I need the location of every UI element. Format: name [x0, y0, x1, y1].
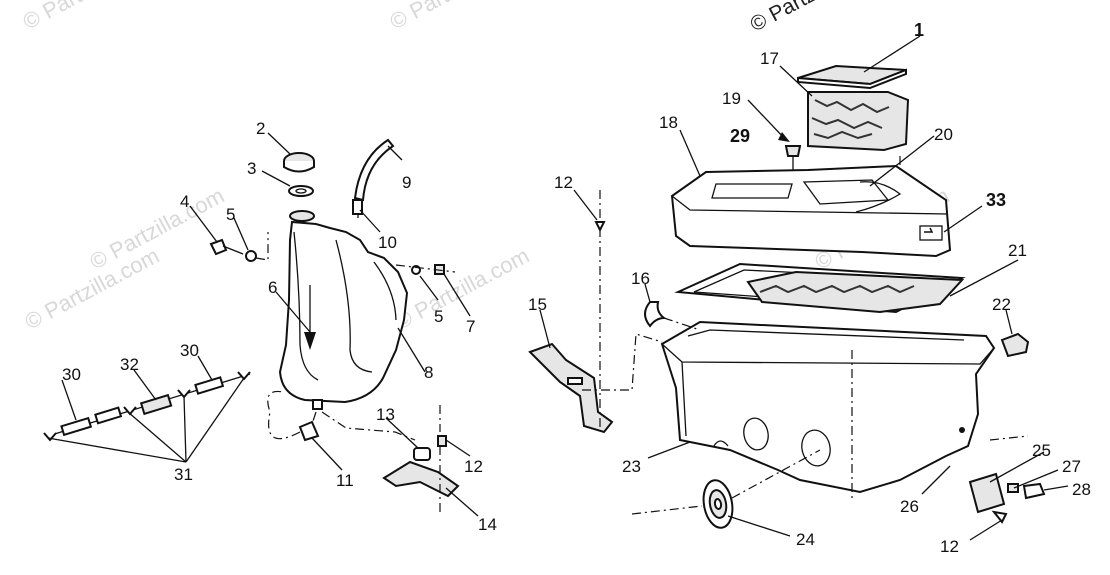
callout-1: 1 — [914, 20, 924, 40]
filler-neck-part — [289, 210, 315, 222]
callout-24: 24 — [796, 530, 815, 549]
fitting-part — [298, 420, 320, 442]
callout-30-left: 30 — [62, 365, 81, 384]
leader-lines — [47, 35, 1069, 541]
callout-6: 6 — [268, 278, 277, 297]
callout-17: 17 — [760, 49, 779, 68]
callout-21: 21 — [1008, 241, 1027, 260]
callout-12-right: 12 — [940, 537, 959, 556]
air-filter-element-part — [746, 270, 965, 314]
callout-11: 11 — [336, 471, 354, 490]
callout-10: 10 — [378, 233, 397, 252]
callout-4: 4 — [180, 192, 189, 211]
callout-5-right: 5 — [434, 307, 443, 326]
airbox-cover-part — [670, 164, 952, 258]
callout-8: 8 — [424, 363, 433, 382]
washer-part — [245, 250, 257, 262]
callout-29: 29 — [730, 126, 750, 146]
callout-33: 33 — [986, 190, 1006, 210]
callout-12-top: 12 — [554, 173, 573, 192]
callout-31: 31 — [174, 465, 193, 484]
callout-labels: 1 2 3 4 5 5 6 7 8 9 10 11 12 12 12 13 14… — [62, 20, 1091, 556]
callout-15: 15 — [528, 295, 547, 314]
callout-27: 27 — [1062, 457, 1081, 476]
callout-12-left: 12 — [464, 457, 483, 476]
callout-22: 22 — [992, 295, 1011, 314]
mount-bracket-part — [382, 460, 460, 498]
callout-26: 26 — [900, 497, 919, 516]
callout-30-right: 30 — [180, 341, 199, 360]
vent-hose-part — [353, 138, 395, 202]
watermark-text: © Partzilla.com — [391, 243, 534, 335]
callout-2: 2 — [256, 119, 265, 138]
callout-20: 20 — [934, 125, 953, 144]
callout-25: 25 — [1032, 441, 1051, 460]
callout-19: 19 — [722, 89, 741, 108]
clip-part — [644, 301, 667, 328]
foam-filter-part — [807, 91, 910, 152]
air-box-assembly — [528, 64, 1046, 529]
end-cap-part — [1000, 332, 1030, 358]
support-bracket-part — [528, 342, 614, 434]
oil-tank-part — [278, 220, 409, 404]
copyright-watermark: © Partzilla.com — [747, 0, 883, 36]
callout-7: 7 — [466, 317, 475, 336]
callout-32: 32 — [120, 355, 139, 374]
callout-5-left: 5 — [226, 205, 235, 224]
callout-13: 13 — [376, 405, 395, 424]
callout-18: 18 — [659, 113, 678, 132]
screw-part — [784, 145, 802, 157]
callout-16: 16 — [631, 269, 650, 288]
callout-23: 23 — [622, 457, 641, 476]
oil-tank-assembly — [43, 138, 460, 512]
callout-3: 3 — [247, 159, 256, 178]
callout-14: 14 — [478, 515, 497, 534]
callout-9: 9 — [402, 173, 411, 192]
callout-28: 28 — [1072, 480, 1091, 499]
hose-kit — [43, 371, 251, 442]
airbox-base-part — [660, 320, 996, 494]
watermark-text: © Partzilla.com — [19, 0, 162, 34]
bolt-part — [209, 238, 228, 256]
strap-bracket-part — [968, 472, 1006, 514]
watermark-text: © Partzilla.com — [386, 0, 529, 34]
cap-gasket-part — [288, 185, 314, 197]
